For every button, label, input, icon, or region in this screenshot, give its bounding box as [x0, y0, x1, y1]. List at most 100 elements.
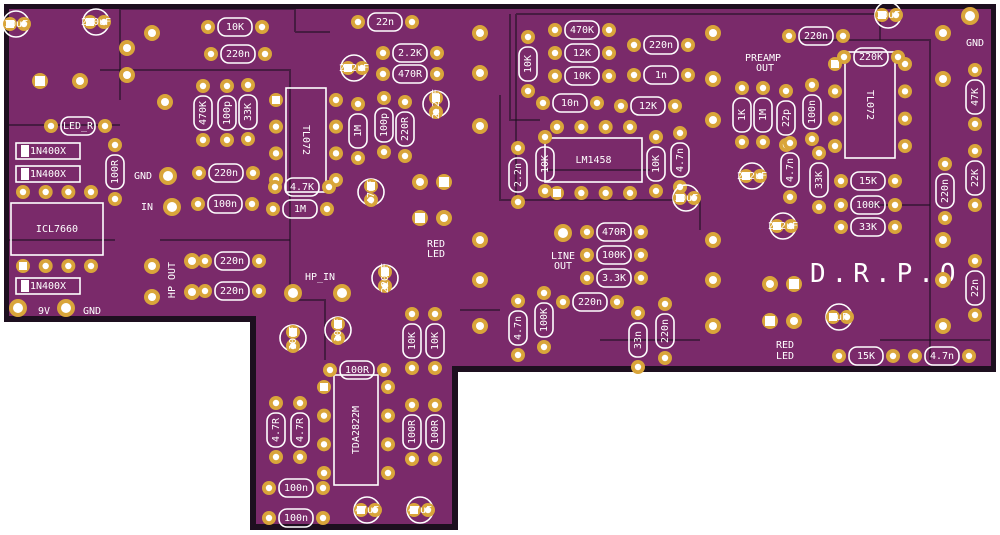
res-15k: 15K [832, 346, 900, 366]
component-label: 12K [573, 48, 591, 59]
board-text-label: GND [134, 171, 152, 182]
component-label: 100R [430, 419, 441, 444]
component-label: 100R [110, 159, 121, 184]
res-100n: 100n [802, 78, 822, 146]
cap-22uf: 2.2uF [339, 54, 369, 82]
res-47k: 4.7K [268, 177, 336, 197]
ic-label: LM1458 [575, 155, 611, 166]
component-label: 220n [226, 49, 250, 60]
ic-label: TDA2822M [351, 406, 362, 454]
res-220n: 220n [935, 157, 955, 225]
component-label: 470R [398, 69, 423, 80]
board-text-label: PREAMP [745, 53, 781, 64]
component-label: 1uF [830, 312, 848, 323]
board-text-label: RED [427, 239, 445, 250]
component-label: 22n [970, 279, 981, 297]
res-470r: 470R [580, 222, 648, 242]
component-label: 33K [814, 171, 825, 189]
res-1m: 1M [753, 81, 773, 149]
component-label: 47uF [355, 505, 379, 516]
copper-traces [9, 8, 990, 360]
res-10k: 10K [535, 130, 555, 198]
component-label: 15K [857, 351, 875, 362]
component-label: 2.2uF [339, 63, 369, 74]
board-text-label: RED [776, 340, 794, 351]
cap-22uf: 2.2uF [422, 89, 450, 119]
component-label: 10uF [288, 326, 299, 350]
component-label: 1n [655, 70, 667, 81]
res-22k: 2.2K [376, 43, 444, 63]
component-label: 4.7n [930, 351, 954, 362]
component-label: 4.7R [295, 417, 306, 442]
board-text-label: LINE [551, 251, 575, 262]
res-100r: 100R [402, 398, 422, 466]
res-33k: 33K [238, 78, 258, 146]
component-label: 2.2uF [737, 171, 767, 182]
mounting-holes [9, 7, 979, 334]
component-label: 4.7n [513, 316, 524, 340]
component-label: 10K [226, 22, 244, 33]
component-label: 470R [602, 227, 627, 238]
diode-1n400x: 1N400X [15, 142, 81, 160]
component-label: 10K [573, 71, 591, 82]
component-label: 47K [970, 88, 981, 106]
res-100n: 100n [262, 508, 330, 528]
res-1n: 1n [627, 65, 695, 85]
component-label: 10uF [333, 318, 344, 342]
ic-tl072: TL072 [269, 87, 343, 193]
cap-10uf: 10uF [279, 324, 307, 353]
res-1k: 1K [732, 81, 752, 149]
res-10k: 10K [548, 66, 616, 86]
res-100p: 100p [374, 91, 394, 159]
res-220n: 220n [782, 26, 850, 46]
res-10n: 10n [536, 93, 604, 113]
res-220n: 220n [627, 35, 695, 55]
res-470k: 470K [193, 79, 213, 147]
cap-10uf: 10uF [2, 10, 31, 38]
cap-22uf: 2.2uF [737, 162, 767, 190]
component-label: 1M [294, 204, 306, 215]
res-33n: 33n [628, 306, 648, 374]
res-33k: 3.3K [580, 268, 648, 288]
component-label: 1M [758, 109, 769, 121]
res-15k: 15K [834, 171, 902, 191]
res-220k: 220K [837, 47, 905, 67]
ic-label: TL072 [864, 90, 875, 120]
component-label: 10K [651, 155, 662, 173]
component-label: 100K [539, 308, 550, 332]
component-label: 33K [243, 103, 254, 121]
res-47r: 4.7R [266, 396, 286, 464]
component-label: 47uF [366, 180, 377, 204]
component-label: 220n [660, 319, 671, 343]
component-label: 1N400X [30, 146, 66, 157]
board-text-label: GND [83, 306, 101, 317]
res-470k: 470K [548, 20, 616, 40]
component-label: 33n [633, 331, 644, 349]
cap-47uf: 47uF [406, 496, 435, 524]
component-label: 470K [198, 101, 209, 125]
cap-47uf: 47uF [353, 496, 382, 524]
component-label: 10K [540, 155, 551, 173]
board-text-label: 9V [38, 306, 50, 317]
ic-tda2822m: TDA2822M [317, 374, 395, 486]
component-label: 2.2uF [431, 89, 442, 119]
res-47r: 4.7R [290, 396, 310, 464]
res-100k: 100K [580, 245, 648, 265]
component-label: 220n [649, 40, 673, 51]
component-label: 22p [781, 109, 792, 127]
component-label: 100p [379, 113, 390, 137]
diode-1n400x: 1N400X [15, 277, 81, 295]
cap-10uf: 10uF [672, 184, 701, 212]
component-label: 100n [284, 483, 308, 494]
component-label: 3.3K [602, 273, 626, 284]
res-1m: 1M [266, 199, 334, 219]
component-label: 10K [430, 332, 441, 350]
component-label: 220n [214, 168, 238, 179]
res-100n: 100n [262, 478, 330, 498]
res-33k: 33K [809, 146, 829, 214]
component-label: 1N400X [30, 281, 66, 292]
res-220n: 220n [198, 251, 266, 271]
